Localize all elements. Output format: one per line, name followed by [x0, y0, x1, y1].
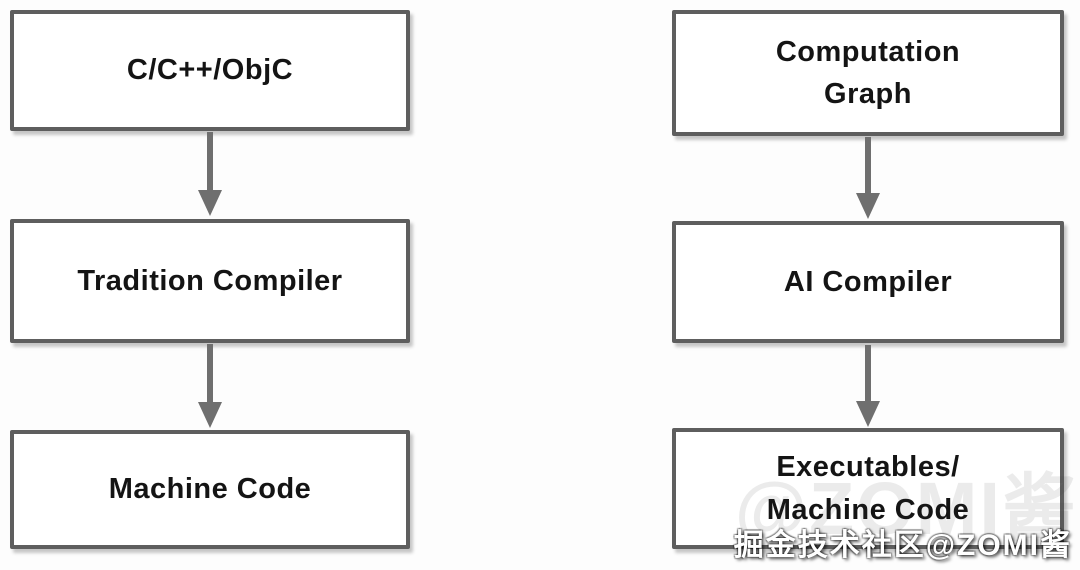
arrow-stem [865, 137, 871, 193]
arrow-stem [207, 132, 213, 190]
node-machine-code: Machine Code [10, 430, 410, 549]
arrow-head [856, 193, 880, 219]
arrow-stem [865, 345, 871, 401]
flow-arrow-down-icon [198, 132, 222, 216]
arrow-head [856, 401, 880, 427]
arrow-stem [207, 344, 213, 402]
node-source-code: C/C++/ObjC [10, 10, 410, 131]
node-ai-compiler: AI Compiler [672, 221, 1064, 343]
arrow-head [198, 402, 222, 428]
node-computation-graph: Computation Graph [672, 10, 1064, 136]
flow-arrow-down-icon [856, 137, 880, 219]
flow-arrow-down-icon [856, 345, 880, 427]
flow-arrow-down-icon [198, 344, 222, 428]
node-tradition-compiler: Tradition Compiler [10, 219, 410, 343]
arrow-head [198, 190, 222, 216]
node-executables-machine-code: Executables/ Machine Code [672, 428, 1064, 549]
